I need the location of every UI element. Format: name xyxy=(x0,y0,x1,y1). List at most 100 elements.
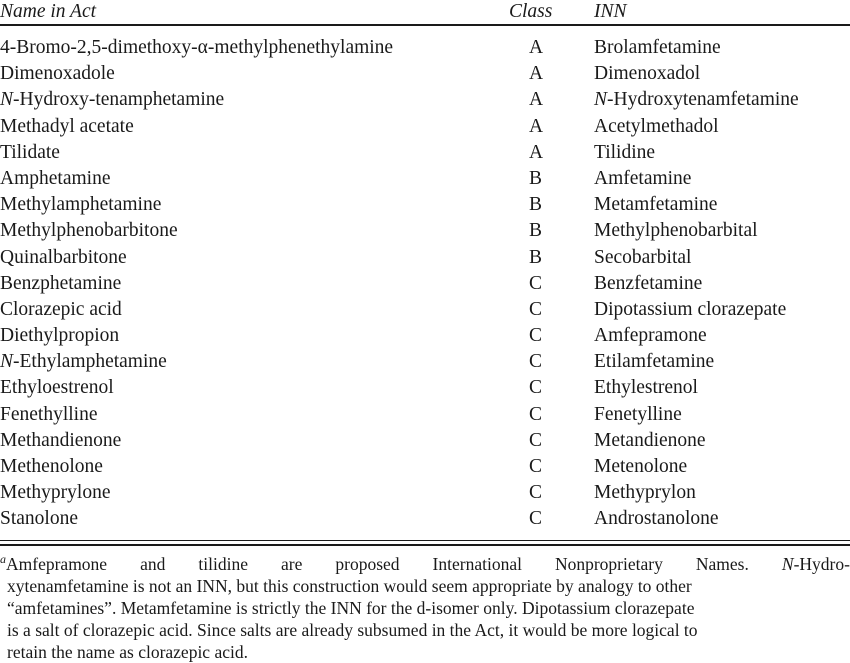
cell-inn: Acetylmethadol xyxy=(594,114,719,140)
italic-prefix: N xyxy=(594,89,608,111)
cell-class: B xyxy=(529,194,543,216)
table-row: Stanolone C Androstanolone xyxy=(0,506,850,532)
table-body: 4-Bromo-2,5-dimethoxy-α-methylphenethyla… xyxy=(0,26,850,533)
cell-text: Dipotassium clorazepate xyxy=(594,298,787,320)
footnote-word: tilidine xyxy=(198,553,248,574)
cell-text: -Ethylamphetamine xyxy=(13,351,167,373)
cell-text: Dimenoxadole xyxy=(0,63,115,85)
cell-class: A xyxy=(529,63,544,85)
cell-inn: Metandienone xyxy=(594,428,706,454)
footnote-line-1-tail: N-Hydro- xyxy=(781,553,850,574)
table-row: Methenolone C Metenolone xyxy=(0,454,850,480)
footnote-word: International xyxy=(432,553,522,574)
cell-text: Dimenoxadol xyxy=(594,63,701,85)
cell-name-in-act: Methenolone xyxy=(0,454,103,480)
cell-class: C xyxy=(529,351,543,373)
table-bottom-rule xyxy=(0,539,850,546)
table-row: 4-Bromo-2,5-dimethoxy-α-methylphenethyla… xyxy=(0,35,850,61)
table-row: Benzphetamine C Benzfetamine xyxy=(0,271,850,297)
footnote-line-5: retain the name as clorazepic acid. xyxy=(7,641,248,662)
cell-name-in-act: N-Ethylamphetamine xyxy=(0,349,167,375)
cell-text: Clorazepic acid xyxy=(0,298,122,320)
cell-text: -Hydroxytenamfetamine xyxy=(607,89,799,111)
cell-text: Metamfetamine xyxy=(594,194,718,216)
cell-text: Amfetamine xyxy=(594,167,692,189)
cell-text: Ethyloestrenol xyxy=(0,377,114,399)
cell-class: C xyxy=(529,456,543,477)
cell-text: Tilidate xyxy=(0,141,60,163)
cell-text: Methylphenobarbital xyxy=(594,220,758,242)
italic-prefix: N xyxy=(0,351,14,373)
column-header-name-in-act: Name in Act xyxy=(0,1,97,22)
cell-text: Amfepramone xyxy=(594,325,707,347)
cell-inn: Metenolone xyxy=(594,454,687,480)
cell-name-in-act: Benzphetamine xyxy=(0,271,121,297)
cell-name-in-act: Methandienone xyxy=(0,428,121,454)
table-row: Clorazepic acid C Dipotassium clorazepate xyxy=(0,297,850,323)
cell-text: Androstanolone xyxy=(594,508,719,530)
cell-class: C xyxy=(529,429,543,451)
cell-text: Benzfetamine xyxy=(594,272,703,294)
cell-text: Etilamfetamine xyxy=(594,351,715,373)
cell-name-in-act: Tilidate xyxy=(0,140,60,166)
cell-text: Metandienone xyxy=(594,429,706,451)
footnote-line-1: aAmfepramone and tilidine are proposed I… xyxy=(0,553,850,575)
cell-inn: Metamfetamine xyxy=(594,192,717,218)
cell-class: C xyxy=(529,377,543,399)
cell-text: Secobarbital xyxy=(594,246,692,268)
italic-prefix: N xyxy=(0,89,14,111)
cell-text: Acetylmethadol xyxy=(594,115,719,137)
cell-class: B xyxy=(529,220,543,242)
footnote-line-2: xytenamfetamine is not an INN, but this … xyxy=(7,575,692,596)
cell-text: 4-Bromo-2,5-dimethoxy-α-methylphenethyla… xyxy=(0,37,394,58)
cell-inn: Secobarbital xyxy=(594,245,691,271)
cell-class: A xyxy=(529,37,544,58)
table-row: Methandienone C Metandienone xyxy=(0,428,850,454)
cell-text: Fenetylline xyxy=(594,403,682,425)
cell-inn: Tilidine xyxy=(594,140,655,166)
cell-name-in-act: Clorazepic acid xyxy=(0,297,122,323)
cell-name-in-act: Diethylpropion xyxy=(0,323,119,349)
cell-text: Methyprylone xyxy=(0,482,111,504)
header-rule xyxy=(0,24,850,26)
cell-inn: N-Hydroxytenamfetamine xyxy=(594,87,799,113)
cell-class: A xyxy=(529,141,544,163)
table-row: Fenethylline C Fenetylline xyxy=(0,402,850,428)
cell-inn: Androstanolone xyxy=(594,506,719,532)
cell-class: C xyxy=(529,298,543,320)
table-header-row: Name in Act Class INN xyxy=(0,0,850,24)
cell-text: Quinalbarbitone xyxy=(0,246,127,268)
column-header-class: Class xyxy=(509,1,553,22)
cell-class: C xyxy=(529,403,543,425)
cell-text: Fenethylline xyxy=(0,403,98,425)
cell-name-in-act: Methylamphetamine xyxy=(0,192,161,218)
table-row: Dimenoxadole A Dimenoxadol xyxy=(0,61,850,87)
table-row: Methylamphetamine B Metamfetamine xyxy=(0,192,850,218)
cell-name-in-act: N-Hydroxy-tenamphetamine xyxy=(0,87,224,113)
cell-name-in-act: Dimenoxadole xyxy=(0,61,115,87)
cell-text: Benzphetamine xyxy=(0,272,122,294)
cell-class: C xyxy=(529,508,543,530)
footnote-line-3: “amfetamines”. Metamfetamine is strictly… xyxy=(7,597,695,618)
cell-inn: Amfetamine xyxy=(594,166,691,192)
cell-inn: Brolamfetamine xyxy=(594,35,721,61)
cell-name-in-act: Methadyl acetate xyxy=(0,114,134,140)
column-header-inn: INN xyxy=(594,1,627,22)
cell-inn: Etilamfetamine xyxy=(594,349,714,375)
cell-text: Methylamphetamine xyxy=(0,194,162,216)
cell-text: Methadyl acetate xyxy=(0,115,134,137)
cell-name-in-act: Quinalbarbitone xyxy=(0,245,127,271)
cell-name-in-act: Amphetamine xyxy=(0,166,110,192)
cell-text: Methandienone xyxy=(0,429,122,451)
cell-text: Amphetamine xyxy=(0,167,111,189)
cell-name-in-act: Methylphenobarbitone xyxy=(0,218,178,244)
cell-name-in-act: Stanolone xyxy=(0,506,78,532)
cell-text: Ethylestrenol xyxy=(594,377,698,399)
cell-inn: Fenetylline xyxy=(594,402,682,428)
cell-inn: Benzfetamine xyxy=(594,271,702,297)
cell-class: C xyxy=(529,272,543,294)
